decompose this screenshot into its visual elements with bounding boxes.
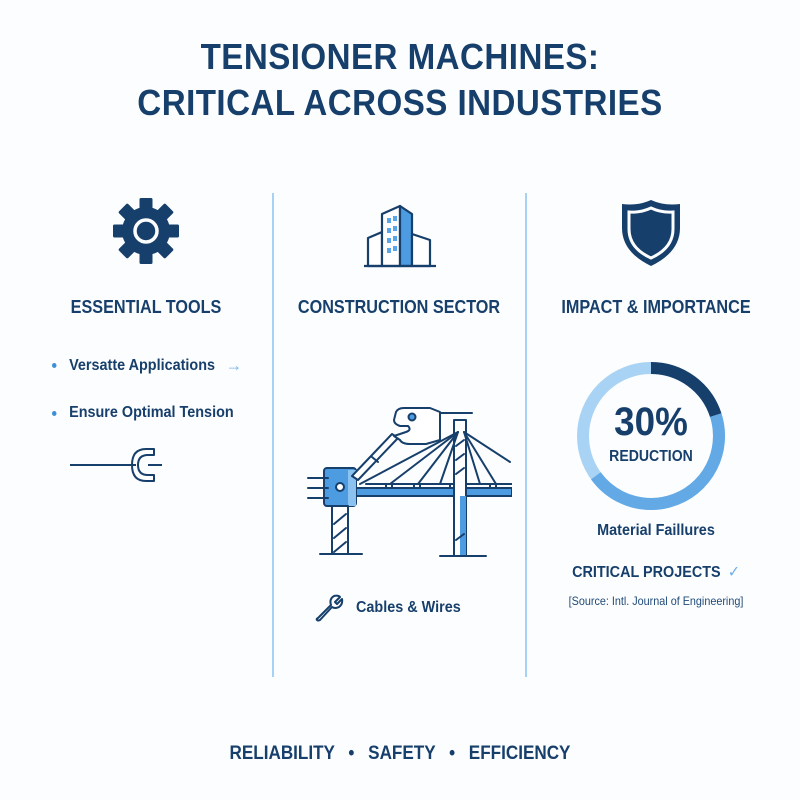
heading-construction-sector: CONSTRUCTION SECTOR xyxy=(297,297,501,317)
shield-icon xyxy=(622,200,680,266)
arrow-right-icon: → xyxy=(225,355,243,375)
bullet-dot xyxy=(52,410,57,416)
footer-tagline: RELIABILITY • SAFETY • EFFICIENCY xyxy=(40,743,760,765)
stat-label: REDUCTION xyxy=(609,448,693,465)
gear-icon xyxy=(113,198,179,264)
cables-label: Cables & Wires xyxy=(356,599,461,616)
source-citation: [Source: Intl. Journal of Engineering] xyxy=(568,594,744,608)
heading-essential-tools: ESSENTIAL TOOLS xyxy=(70,297,222,317)
bullet-dot xyxy=(52,363,57,368)
cables-and-wires: Cables & Wires xyxy=(314,594,472,622)
column-divider-left xyxy=(272,193,274,677)
bullet-versatile-applications: Versatte Applications → xyxy=(52,355,242,376)
wrench-icon xyxy=(315,594,344,622)
footer-item-efficiency: EFFICIENCY xyxy=(468,743,571,764)
bullet-ensure-optimal-tension: Ensure Optimal Tension xyxy=(52,404,234,422)
footer-separator: • xyxy=(348,743,355,764)
material-failures-label: Material Faillures xyxy=(597,522,715,539)
page-title: TENSIONER MACHINES: CRITICAL ACROSS INDU… xyxy=(32,34,768,126)
footer-item-safety: SAFETY xyxy=(368,743,436,764)
critical-projects: CRITICAL PROJECTS ✓ xyxy=(552,562,761,582)
cable-clamp-icon xyxy=(70,448,162,482)
building-icon xyxy=(364,204,436,268)
reduction-ring-chart: 30% REDUCTION xyxy=(575,360,727,512)
checkmark-icon: ✓ xyxy=(727,564,740,581)
title-line-1: TENSIONER MACHINES: xyxy=(200,36,600,77)
bullet-label: Versatte Applications xyxy=(69,356,216,374)
heading-impact-importance: IMPACT & IMPORTANCE xyxy=(561,297,751,317)
column-divider-right xyxy=(525,193,527,677)
tensioner-bridge-illustration xyxy=(307,407,512,557)
critical-projects-label: CRITICAL PROJECTS xyxy=(572,564,721,581)
bullet-label: Ensure Optimal Tension xyxy=(69,404,234,421)
progress-ring xyxy=(577,362,725,510)
title-line-2: CRITICAL ACROSS INDUSTRIES xyxy=(137,82,663,123)
footer-separator: • xyxy=(449,743,456,764)
footer-item-reliability: RELIABILITY xyxy=(229,743,335,764)
stat-value: 30% xyxy=(614,400,688,444)
